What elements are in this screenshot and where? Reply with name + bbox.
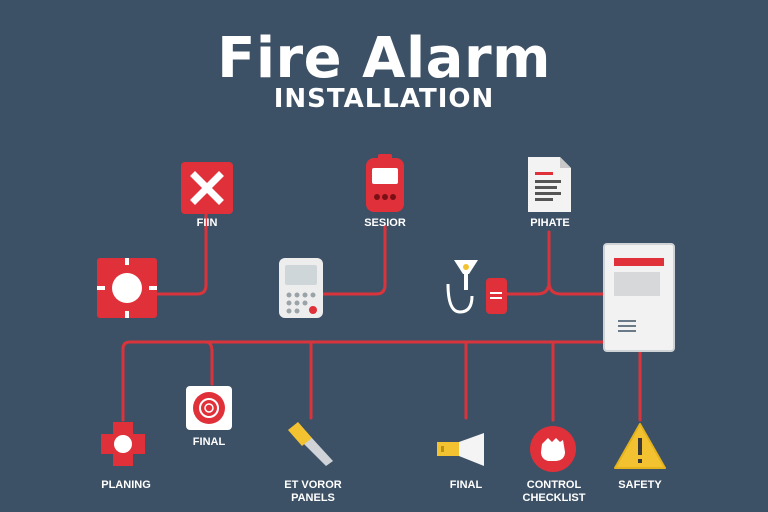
label-checklist-line1: CONTROL <box>526 479 582 491</box>
connector-lines <box>121 212 642 422</box>
connector-sensor-to-keypad <box>321 224 387 296</box>
label-pihate: PIHATE <box>530 217 570 229</box>
label-fiin: FIIN <box>196 217 218 229</box>
medical-cross-icon <box>101 422 145 466</box>
probe-device-icon <box>446 260 507 314</box>
label-safety: SAFETY <box>618 479 662 491</box>
sensor-device-icon <box>366 154 404 212</box>
screwdriver-icon <box>288 422 333 466</box>
label-panels-line1: ET VOROR <box>284 479 342 491</box>
x-mark-icon <box>181 162 233 214</box>
label-panels: ET VOROR PANELS <box>272 479 354 505</box>
label-checklist-line2: CHECKLIST <box>522 492 586 504</box>
connector-bus-to-planning <box>121 340 132 422</box>
alarm-bell-icon <box>97 258 157 318</box>
hand-stop-icon <box>530 426 576 472</box>
label-planing: PLANING <box>101 479 151 491</box>
page-subtitle: INSTALLATION <box>273 84 495 114</box>
label-final-1: FINAL <box>192 436 226 448</box>
label-sesior: SESIOR <box>364 217 406 229</box>
label-final-2: FINAL <box>449 479 483 491</box>
connector-plate-to-panel <box>547 230 605 296</box>
page-title: Fire Alarm <box>217 26 551 91</box>
warning-triangle-icon <box>614 423 666 469</box>
label-panels-line2: PANELS <box>291 492 335 504</box>
keypad-panel-icon <box>279 258 323 318</box>
connector-fire-to-bell <box>156 212 208 296</box>
horn-speaker-icon <box>437 433 484 466</box>
label-checklist: CONTROL CHECKLIST <box>516 479 592 505</box>
control-panel-icon <box>603 243 675 352</box>
connector-bus-to-final1 <box>204 340 214 386</box>
connector-probe-to-plate <box>505 280 551 296</box>
document-icon <box>528 157 571 212</box>
alarm-dial-icon <box>186 386 232 430</box>
